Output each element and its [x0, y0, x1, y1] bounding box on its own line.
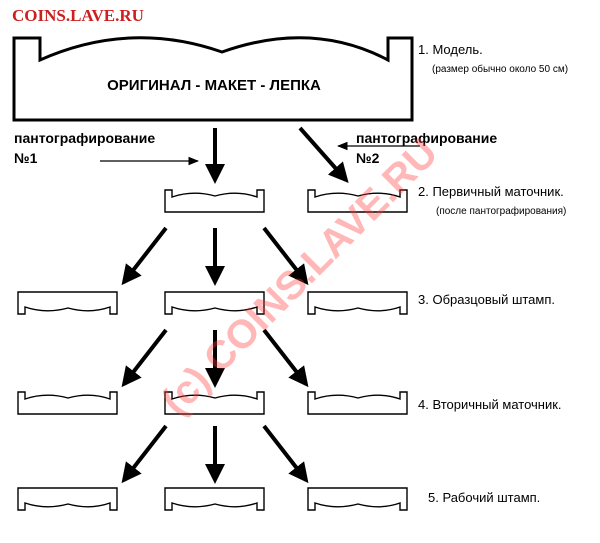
- flow-arrow: [121, 226, 168, 286]
- pantograph-1-word: пантографирование: [14, 130, 156, 146]
- hub-shape: [307, 189, 408, 213]
- die-shape: [307, 291, 408, 315]
- stage-1-note: (размер обычно около 50 см): [432, 64, 569, 75]
- hub-shape: [17, 391, 118, 415]
- hub-shape: [164, 189, 265, 213]
- flow-arrow: [262, 328, 309, 388]
- die-shape: [164, 487, 265, 511]
- pantograph-2-number: №2: [356, 150, 380, 166]
- pantograph-2-word: пантографирование: [356, 130, 498, 146]
- flow-arrow: [262, 226, 309, 286]
- die-shape: [17, 291, 118, 315]
- pantograph-1-label: пантографирование №1: [14, 128, 155, 168]
- pantograph-1-number: №1: [14, 150, 38, 166]
- stage-2-note: (после пантографирования): [436, 206, 567, 217]
- stage-1-label: 1. Модель.: [418, 42, 483, 57]
- stage-5-label: 5. Рабочий штамп.: [428, 490, 541, 505]
- flow-arrow: [298, 126, 349, 183]
- die-shape: [17, 487, 118, 511]
- flow-arrow: [262, 424, 309, 484]
- stage-2-label: 2. Первичный маточник.: [418, 184, 564, 199]
- pantograph-2-label: пантографирование №2: [356, 128, 497, 168]
- hub-shape: [307, 391, 408, 415]
- stage-4-label: 4. Вторичный маточник.: [418, 397, 562, 412]
- flow-arrow: [121, 424, 168, 484]
- die-shape: [164, 291, 265, 315]
- flow-arrow: [121, 328, 168, 388]
- model-label: ОРИГИНАЛ - МАКЕТ - ЛЕПКА: [107, 77, 321, 94]
- site-logo: COINS.LAVE.RU: [12, 6, 144, 25]
- model-shape: [12, 36, 414, 122]
- stage-3-label: 3. Образцовый штамп.: [418, 292, 555, 307]
- die-shape: [307, 487, 408, 511]
- hub-shape: [164, 391, 265, 415]
